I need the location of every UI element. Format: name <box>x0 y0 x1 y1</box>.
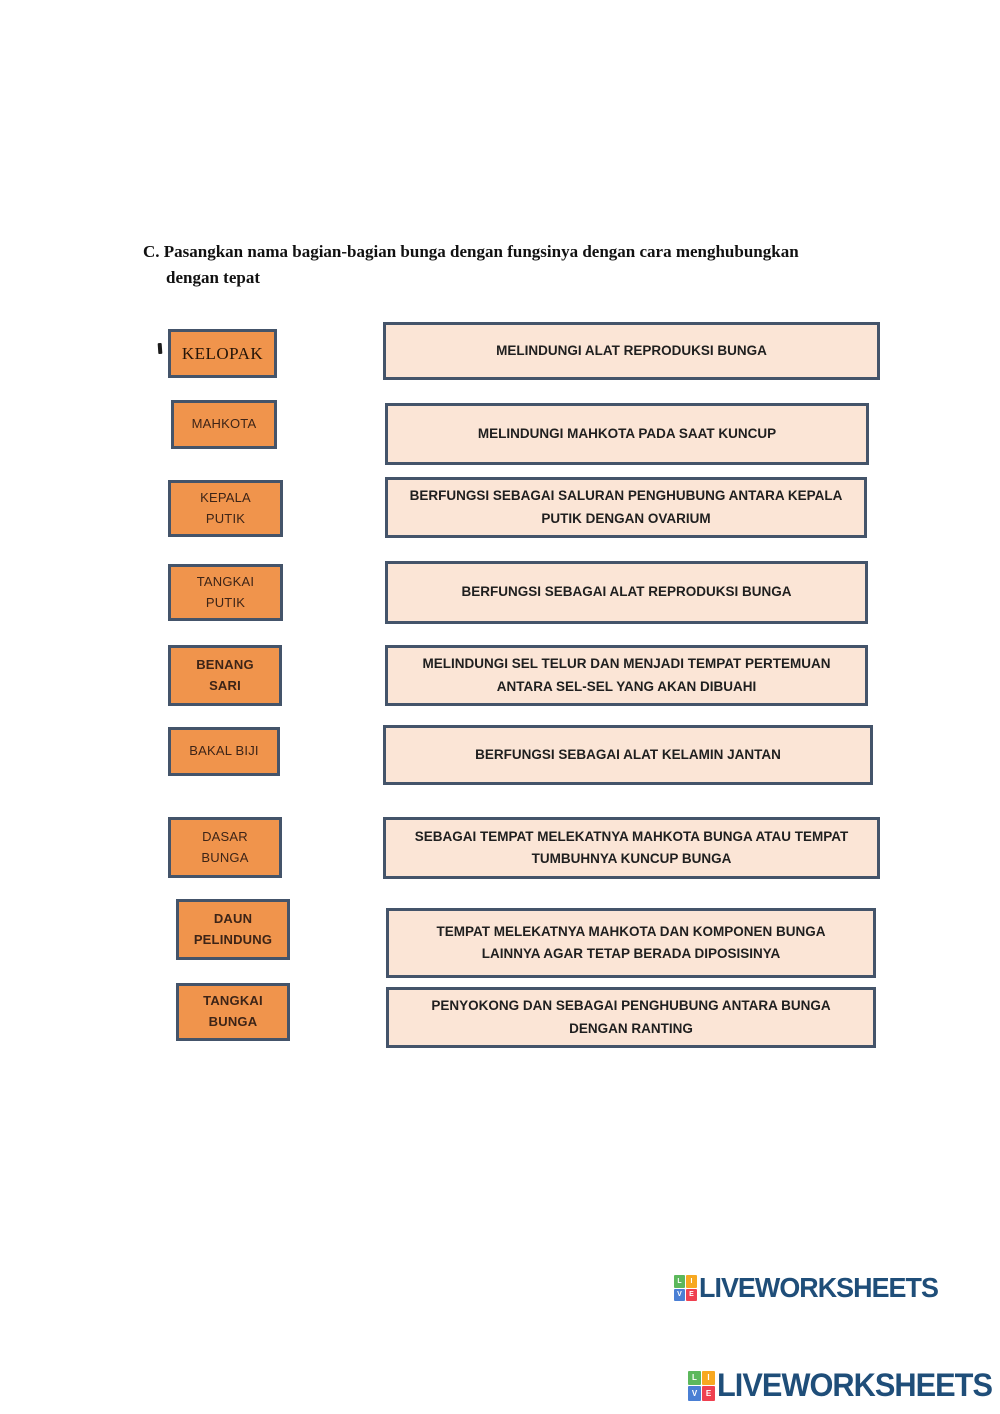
logo-letter-v: V <box>688 1386 701 1401</box>
liveworksheets-grid-icon: L I V E <box>688 1370 715 1401</box>
answer-label-4: BERFUNGSI SEBAGAI ALAT REPRODUKSI BUNGA <box>461 584 792 600</box>
logo-letter-i: I <box>686 1275 697 1288</box>
answer-box-5[interactable]: MELINDUNGI SEL TELUR DAN MENJADI TEMPAT … <box>385 645 868 706</box>
answer-box-9[interactable]: PENYOKONG DAN SEBAGAI PENGHUBUNG ANTARA … <box>386 987 876 1048</box>
term-box-tangkai-putik[interactable]: TANGKAI PUTIK <box>168 564 283 621</box>
term-label-benang-sari: BENANG SARI <box>196 656 254 693</box>
answer-label-7: SEBAGAI TEMPAT MELEKATNYA MAHKOTA BUNGA … <box>414 828 849 866</box>
term-label-bakal-biji: BAKAL BIJI <box>189 743 259 759</box>
term-box-bakal-biji[interactable]: BAKAL BIJI <box>168 727 280 776</box>
answer-box-1[interactable]: MELINDUNGI ALAT REPRODUKSI BUNGA <box>383 322 880 380</box>
term-label-kepala-putik: KEPALA PUTIK <box>200 489 251 526</box>
term-box-kepala-putik[interactable]: KEPALA PUTIK <box>168 480 283 537</box>
answer-label-2: MELINDUNGI MAHKOTA PADA SAAT KUNCUP <box>477 425 777 441</box>
liveworksheets-wordmark: LIVEWORKSHEETS <box>699 1272 939 1303</box>
liveworksheets-grid-icon: L I V E <box>674 1275 697 1301</box>
liveworksheets-logo[interactable]: L I V E LIVEWORKSHEETS <box>674 1272 948 1304</box>
answer-label-5: MELINDUNGI SEL TELUR DAN MENJADI TEMPAT … <box>422 656 831 694</box>
answer-box-4[interactable]: BERFUNGSI SEBAGAI ALAT REPRODUKSI BUNGA <box>385 561 868 624</box>
term-label-dasar-bunga: DASAR BUNGA <box>201 828 249 865</box>
term-box-daun-pelindung[interactable]: DAUN PELINDUNG <box>176 899 290 960</box>
exercise-title-line2: dengan tepat <box>166 268 260 288</box>
exercise-title: C. Pasangkan nama bagian-bagian bunga de… <box>143 239 863 292</box>
term-box-dasar-bunga[interactable]: DASAR BUNGA <box>168 817 282 878</box>
liveworksheets-logo-bottom[interactable]: L I V E LIVEWORKSHEETS <box>688 1367 1000 1404</box>
answer-label-1: MELINDUNGI ALAT REPRODUKSI BUNGA <box>496 342 767 358</box>
logo-letter-v: V <box>674 1288 685 1301</box>
exercise-title-line1: C. Pasangkan nama bagian-bagian bunga de… <box>143 242 799 261</box>
answer-box-3[interactable]: BERFUNGSI SEBAGAI SALURAN PENGHUBUNG ANT… <box>385 477 867 538</box>
answer-box-7[interactable]: SEBAGAI TEMPAT MELEKATNYA MAHKOTA BUNGA … <box>383 817 880 879</box>
term-label-mahkota: MAHKOTA <box>191 416 257 432</box>
term-box-kelopak[interactable]: KELOPAK <box>168 329 277 378</box>
answer-box-8[interactable]: TEMPAT MELEKATNYA MAHKOTA DAN KOMPONEN B… <box>386 908 876 978</box>
answer-label-3: BERFUNGSI SEBAGAI SALURAN PENGHUBUNG ANT… <box>409 488 843 526</box>
term-box-mahkota[interactable]: MAHKOTA <box>171 400 277 449</box>
logo-letter-l: L <box>674 1275 685 1288</box>
answer-box-6[interactable]: BERFUNGSI SEBAGAI ALAT KELAMIN JANTAN <box>383 725 873 785</box>
term-label-tangkai-putik: TANGKAI PUTIK <box>196 573 255 610</box>
answer-label-9: PENYOKONG DAN SEBAGAI PENGHUBUNG ANTARA … <box>431 998 831 1036</box>
term-label-kelopak: KELOPAK <box>181 343 264 363</box>
answer-label-8: TEMPAT MELEKATNYA MAHKOTA DAN KOMPONEN B… <box>436 924 826 962</box>
term-box-benang-sari[interactable]: BENANG SARI <box>168 645 282 706</box>
term-box-tangkai-bunga[interactable]: TANGKAI BUNGA <box>176 983 290 1041</box>
logo-letter-e: E <box>686 1288 697 1301</box>
logo-letter-l: L <box>688 1370 701 1385</box>
term-label-tangkai-bunga: TANGKAI BUNGA <box>203 993 263 1029</box>
answer-label-6: BERFUNGSI SEBAGAI ALAT KELAMIN JANTAN <box>475 746 781 762</box>
logo-letter-e: E <box>702 1386 715 1401</box>
answer-box-2[interactable]: MELINDUNGI MAHKOTA PADA SAAT KUNCUP <box>385 403 869 465</box>
logo-letter-i: I <box>702 1370 715 1385</box>
liveworksheets-wordmark: LIVEWORKSHEETS <box>717 1367 993 1403</box>
scan-artifact-mark <box>157 342 163 355</box>
term-label-daun-pelindung: DAUN PELINDUNG <box>193 910 273 947</box>
